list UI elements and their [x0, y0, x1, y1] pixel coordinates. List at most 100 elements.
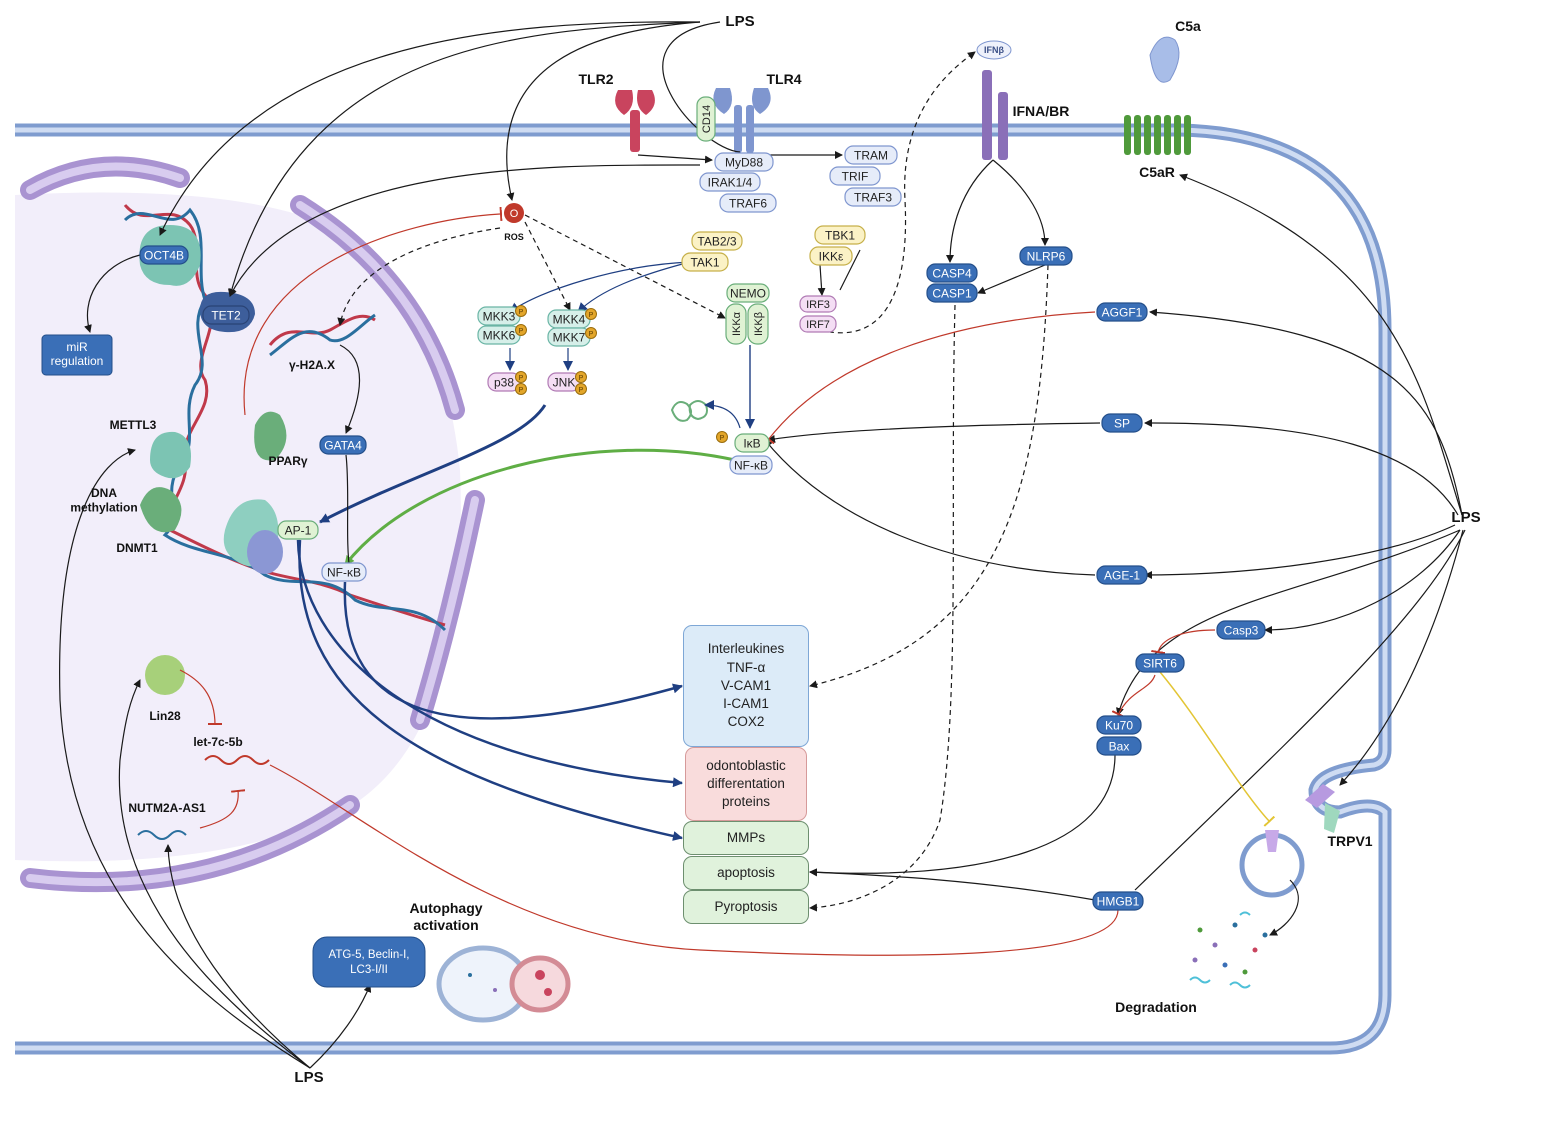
irf7-node: IRF7: [799, 315, 837, 333]
ku70-node-label: Ku70: [1105, 718, 1133, 732]
phosphate-label: P: [720, 435, 725, 442]
irf3-node: IRF3: [799, 295, 837, 313]
ikkb-node-label: IKKβ: [753, 312, 765, 336]
nutm2a-rna: [137, 830, 187, 840]
ku70-node: Ku70: [1096, 715, 1142, 735]
phosphate-badge: P: [515, 371, 527, 383]
oct4b-node-label: OCT4B: [144, 248, 184, 262]
lps-label-right: LPS: [1451, 509, 1480, 526]
let7-label: let-7c-5b: [193, 735, 242, 749]
phosphate-badge: P: [575, 383, 587, 395]
nlrp6-node: NLRP6: [1019, 246, 1073, 266]
sirt6-node: SIRT6: [1135, 653, 1185, 673]
autolysosome: [436, 945, 571, 1023]
sp-node: SP: [1101, 413, 1143, 433]
nlrp6-node-label: NLRP6: [1027, 249, 1066, 263]
ifnabr-receptor: [982, 70, 1008, 160]
mkk3-node-label: MKK3: [483, 309, 516, 323]
lin28-protein: [145, 655, 185, 695]
casp4-node: CASP4: [926, 263, 978, 283]
mettl3-protein: [150, 431, 191, 479]
phosphate-badge: P: [515, 324, 527, 336]
trif-node: TRIF: [829, 166, 881, 186]
c5ar-label: C5aR: [1139, 164, 1175, 180]
cd14-node: CD14: [696, 96, 716, 142]
irf7-node-label: IRF7: [806, 319, 830, 331]
tbk1-node: TBK1: [814, 225, 866, 245]
tram-node: TRAM: [844, 145, 898, 165]
nfkb-cytoplasm-node: NF-κB: [729, 455, 773, 475]
degradation-label: Degradation: [1115, 999, 1197, 1015]
phosphate-label: P: [519, 375, 524, 382]
jnk-node: JNK: [547, 372, 581, 392]
tet2-node: TET2: [202, 305, 250, 325]
dnmt1-label: DNMT1: [116, 541, 158, 555]
tak1-node-label: TAK1: [690, 255, 719, 269]
h2ax-label: γ-H2A.X: [289, 358, 335, 372]
p38-node-label: p38: [494, 375, 514, 389]
trpv1-channel: [1305, 784, 1340, 833]
mkk4-node-label: MKK4: [553, 312, 586, 326]
tlr4-label: TLR4: [767, 71, 802, 87]
casp3-node: Casp3: [1216, 620, 1266, 640]
ros-glyph: O: [510, 208, 519, 220]
traf3-node: TRAF3: [844, 187, 902, 207]
phosphate-label: P: [519, 387, 524, 394]
ros-label: ROS: [504, 232, 524, 242]
phosphate-label: P: [519, 309, 524, 316]
age1-node: AGE-1: [1096, 565, 1148, 585]
phosphate-badge: P: [585, 308, 597, 320]
ap1-partner: [247, 530, 283, 574]
c5a-label: C5a: [1175, 18, 1201, 34]
tlr2-receptor: [615, 90, 655, 152]
gata4-node-label: GATA4: [324, 438, 362, 452]
plasma-membrane: [15, 123, 1392, 1055]
pyroptosis-box: Pyroptosis: [683, 890, 809, 924]
traf3-node-label: TRAF3: [854, 190, 892, 204]
phosphate-badge: P: [515, 383, 527, 395]
lps-label-bottom: LPS: [294, 1069, 323, 1086]
tlr4-receptor: [713, 88, 771, 153]
irak-node: IRAK1/4: [699, 172, 761, 192]
nfkb-nucleus-node-label: NF-κB: [327, 565, 361, 579]
atg-autophagy-box: ATG-5, Beclin-I,LC3-I/II: [312, 936, 426, 988]
mkk7-node: MKK7: [547, 327, 591, 347]
cd14-node-label: CD14: [701, 105, 713, 133]
mkk6-node-label: MKK6: [483, 328, 516, 342]
irak-node-label: IRAK1/4: [708, 175, 753, 189]
ikb-node-label: IκB: [743, 436, 760, 450]
odontoblastic-proteins-box: odontoblastic differentation proteins: [685, 747, 807, 821]
apoptosis-box: apoptosis: [683, 856, 809, 890]
let7-rna: [204, 755, 270, 765]
dnmt1-protein: [140, 487, 182, 533]
casp4-node-label: CASP4: [932, 266, 972, 280]
ikka-node-label: IKKα: [731, 311, 743, 336]
ifnabr-label: IFNA/BR: [1013, 103, 1070, 119]
ikkb-node: IKKβ: [747, 303, 769, 345]
nutm2a-label: NUTM2A-AS1: [128, 801, 206, 815]
ap1-node: AP-1: [277, 520, 319, 540]
phosphate-badge: P: [716, 431, 728, 443]
traf6-node: TRAF6: [719, 193, 777, 213]
traf6-node-label: TRAF6: [729, 196, 767, 210]
p38-node: p38: [487, 372, 521, 392]
casp1-node: CASP1: [926, 283, 978, 303]
lin28-label: Lin28: [149, 709, 181, 723]
ikb-released: [670, 400, 708, 422]
ikka-node: IKKα: [725, 303, 747, 345]
ifnb-label: IFNβ: [984, 45, 1004, 55]
ikke-node-label: IKKε: [819, 249, 844, 263]
ppary-label: PPARγ: [268, 454, 307, 468]
phosphate-label: P: [579, 387, 584, 394]
tak1-node: TAK1: [681, 252, 729, 272]
irf3-node-label: IRF3: [806, 299, 830, 311]
tlr2-label: TLR2: [579, 71, 614, 87]
gata4-node: GATA4: [319, 435, 367, 455]
tbk1-node-label: TBK1: [825, 228, 855, 242]
mkk7-node-label: MKK7: [553, 330, 586, 344]
phosphate-label: P: [589, 312, 594, 319]
phosphate-label: P: [589, 331, 594, 338]
